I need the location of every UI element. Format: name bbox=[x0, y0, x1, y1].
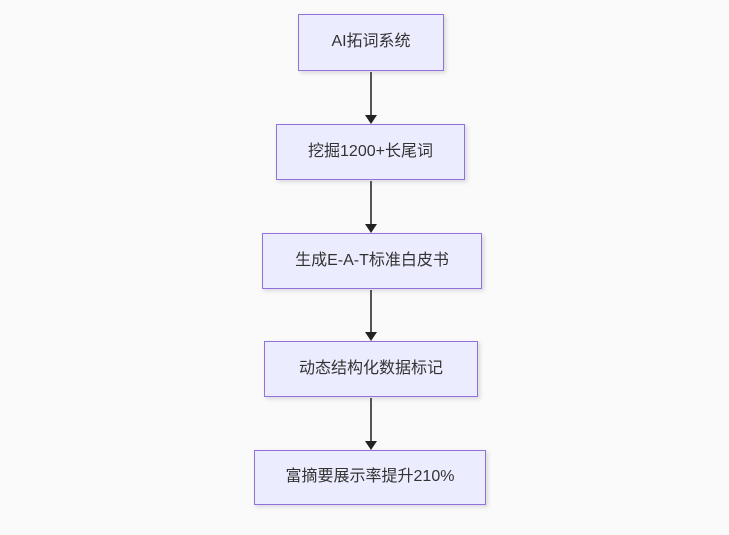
arrow-down-icon bbox=[365, 224, 377, 233]
arrow-shaft bbox=[370, 72, 372, 117]
flow-arrow-1-2 bbox=[365, 72, 377, 124]
flow-node-label: 富摘要展示率提升210% bbox=[285, 468, 455, 486]
flow-node-label: 动态结构化数据标记 bbox=[298, 359, 443, 377]
flow-arrow-3-4 bbox=[365, 290, 377, 341]
arrow-down-icon bbox=[365, 115, 377, 124]
flow-node-eat-whitepaper: 生成E-A-T标准白皮书 bbox=[262, 233, 482, 289]
arrow-shaft bbox=[370, 181, 372, 226]
flow-node-label: AI拓词系统 bbox=[331, 33, 411, 51]
arrow-down-icon bbox=[365, 332, 377, 341]
arrow-shaft bbox=[370, 398, 372, 443]
flow-arrow-2-3 bbox=[365, 181, 377, 233]
flow-node-label: 生成E-A-T标准白皮书 bbox=[295, 251, 449, 269]
flow-node-longtail-mining: 挖掘1200+长尾词 bbox=[276, 124, 465, 180]
flow-node-ai-keyword-system: AI拓词系统 bbox=[298, 14, 444, 71]
flow-node-rich-snippet-result: 富摘要展示率提升210% bbox=[254, 450, 486, 505]
flow-node-structured-data-markup: 动态结构化数据标记 bbox=[264, 341, 478, 397]
flow-node-label: 挖掘1200+长尾词 bbox=[308, 142, 433, 160]
arrow-shaft bbox=[370, 290, 372, 334]
arrow-down-icon bbox=[365, 441, 377, 450]
flow-arrow-4-5 bbox=[365, 398, 377, 450]
